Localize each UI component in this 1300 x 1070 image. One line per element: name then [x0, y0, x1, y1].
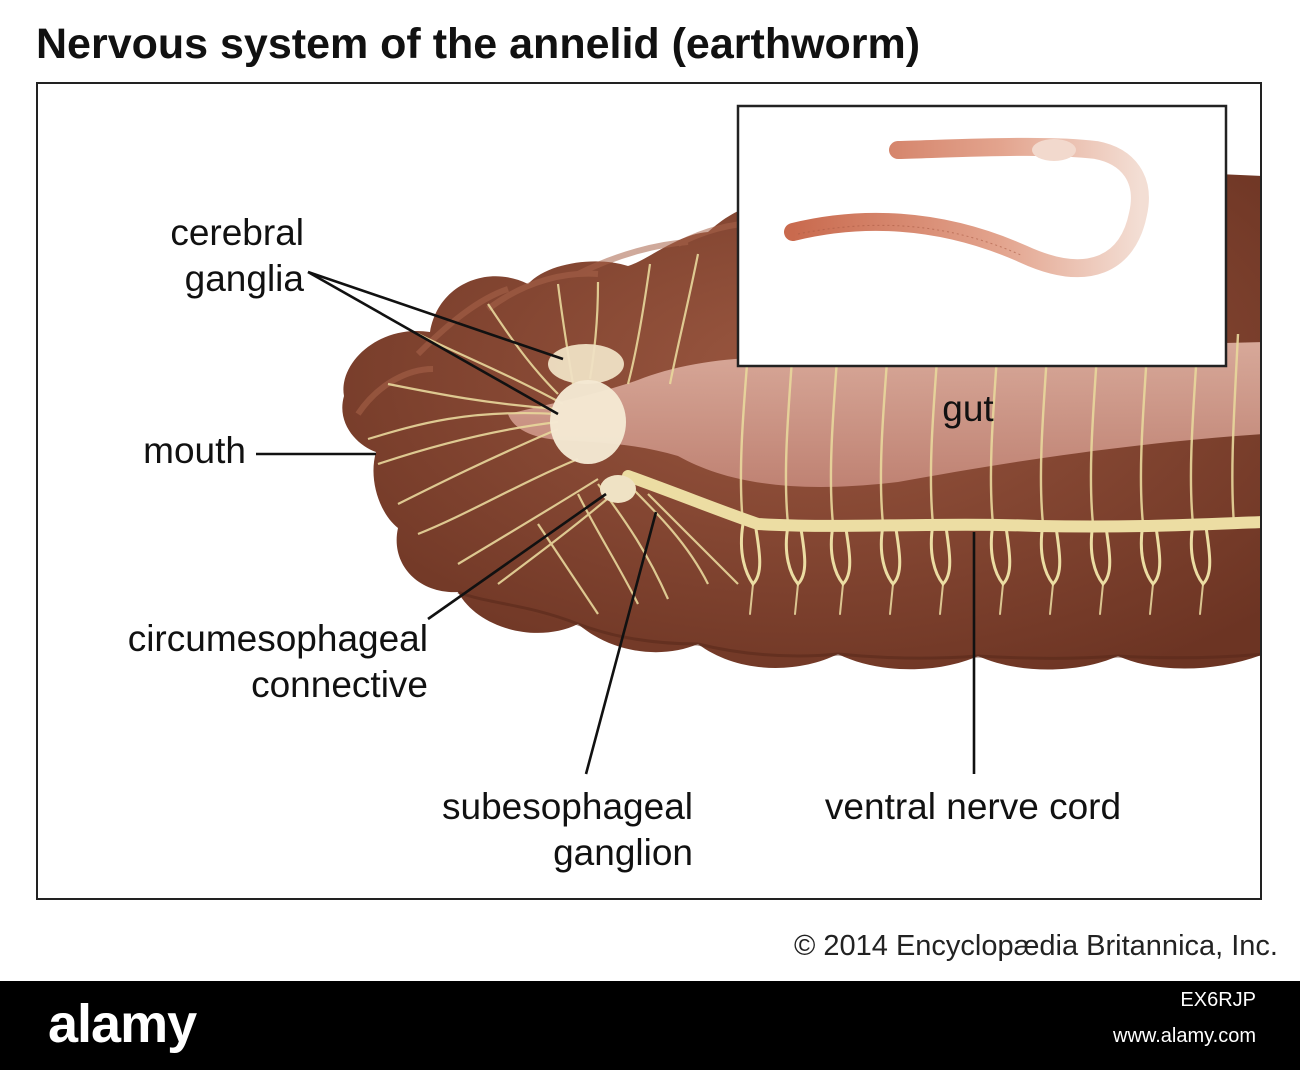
subesophageal-ganglion-shape — [600, 475, 636, 503]
mouth-label: mouth — [143, 430, 246, 471]
alamy-logo: alamy — [48, 994, 197, 1054]
gut-label: gut — [942, 388, 994, 429]
page-title: Nervous system of the annelid (earthworm… — [36, 20, 921, 68]
segmental-nerves — [739, 333, 1240, 525]
cerebral-ganglia-label: cerebral ganglia — [170, 212, 304, 299]
inset-worm — [784, 137, 1149, 278]
ventral-nerve-cord-label: ventral nerve cord — [824, 786, 1122, 827]
image-id: EX6RJP — [1180, 989, 1256, 1011]
leader-lines — [256, 270, 976, 775]
watermark-url: www.alamy.com — [1113, 1025, 1256, 1047]
worm-illustration — [256, 104, 1260, 775]
subesophageal-ganglion-label: subesophageal ganglion — [442, 786, 693, 873]
circumesophageal-connective-label: circumesophageal connective — [127, 618, 428, 705]
watermark-bar: alamy EX6RJP www.alamy.com — [0, 981, 1300, 1070]
diagram-frame: cerebral ganglia mouth circumesophageal … — [36, 82, 1262, 900]
cerebral-ganglia-shape — [548, 344, 626, 464]
copyright-notice: © 2014 Encyclopædia Britannica, Inc. — [793, 930, 1278, 962]
peripheral-nerves — [367, 253, 739, 615]
ventral-nerve-cord — [622, 470, 1260, 615]
inset-panel — [736, 104, 1228, 368]
